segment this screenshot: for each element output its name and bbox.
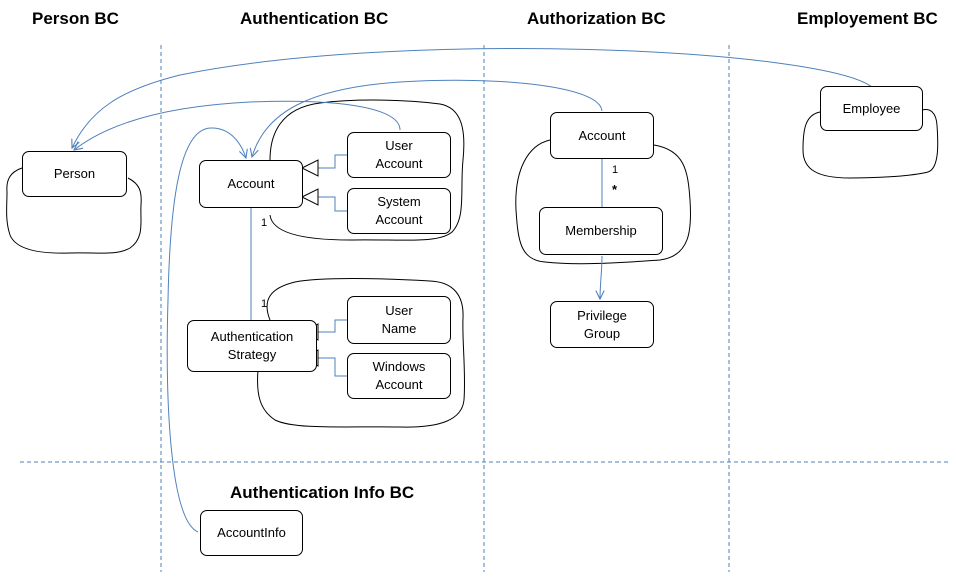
system-account-box: System Account bbox=[347, 188, 451, 234]
auth-strategy-box: Authentication Strategy bbox=[187, 320, 317, 372]
person-box: Person bbox=[22, 151, 127, 197]
grouping-clouds bbox=[6, 99, 939, 428]
membership-to-privilege-arrow bbox=[600, 255, 602, 299]
user-account-box: User Account bbox=[347, 132, 451, 178]
account-subtypes-cloud bbox=[269, 99, 465, 241]
authz-account-box: Account bbox=[550, 112, 654, 159]
auth-info-bc-title: Authentication Info BC bbox=[230, 483, 415, 502]
user-name-generalization bbox=[318, 319, 347, 333]
multiplicity-account-end: 1 bbox=[261, 217, 268, 229]
employment-bc-title: Employement BC bbox=[797, 9, 938, 28]
privilege-group-box: Privilege Group bbox=[550, 301, 654, 348]
authentication-bc-title: Authentication BC bbox=[240, 9, 389, 28]
multiplicity-strategy-end: 1 bbox=[261, 298, 268, 310]
bc-separators bbox=[20, 45, 950, 572]
system-account-triangle bbox=[300, 188, 319, 206]
employee-to-person-arrow bbox=[72, 48, 873, 148]
user-account-triangle bbox=[300, 159, 319, 177]
employee-cloud bbox=[802, 109, 939, 179]
employee-box: Employee bbox=[820, 86, 923, 131]
user-account-to-person-arrow bbox=[74, 100, 401, 150]
user-account-generalization bbox=[318, 154, 347, 169]
authz-account-to-authn-account-arrow bbox=[252, 79, 603, 157]
authorization-bc-title: Authorization BC bbox=[527, 9, 666, 28]
windows-account-generalization bbox=[318, 357, 347, 377]
membership-box: Membership bbox=[539, 207, 663, 255]
authz-cloud bbox=[515, 139, 692, 265]
strategy-subtypes-cloud bbox=[257, 278, 466, 428]
account-info-to-account-arrow bbox=[166, 127, 246, 533]
windows-account-box: Windows Account bbox=[347, 353, 451, 399]
person-bc-title: Person BC bbox=[32, 9, 119, 28]
system-account-generalization bbox=[318, 196, 347, 212]
multiplicity-membership-end: * bbox=[612, 182, 618, 197]
multiplicity-authz-account-end: 1 bbox=[612, 164, 619, 176]
user-name-box: User Name bbox=[347, 296, 451, 344]
person-cloud bbox=[6, 167, 142, 254]
authn-account-box: Account bbox=[199, 160, 303, 208]
connectors bbox=[72, 48, 873, 533]
account-info-box: AccountInfo bbox=[200, 510, 303, 556]
